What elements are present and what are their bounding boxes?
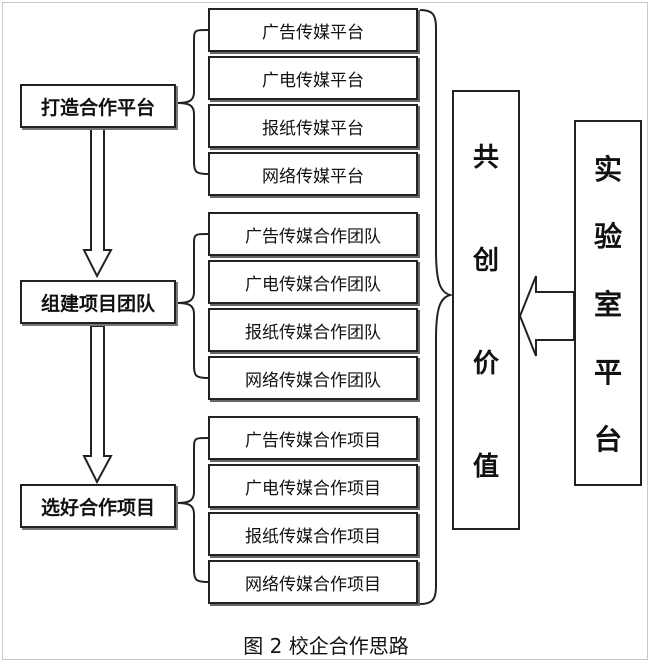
bracket-group-3	[177, 437, 209, 583]
lab-platform-char: 平	[593, 355, 622, 389]
shared-value-char: 共	[472, 143, 499, 173]
item-label: 广电传媒合作项目	[245, 478, 381, 499]
lab-platform-box: 实 验 室 平 台	[574, 120, 642, 486]
shared-value-box: 共 创 价 值	[452, 90, 520, 530]
item-label: 网络传媒平台	[262, 166, 364, 187]
item-box: 广告传媒平台	[208, 8, 418, 52]
stage-build-platform: 打造合作平台	[20, 84, 176, 128]
right-brace	[419, 9, 454, 605]
item-box: 广电传媒合作团队	[208, 260, 418, 304]
shared-value-char: 创	[472, 246, 499, 276]
down-arrow-1	[82, 127, 113, 279]
item-box: 报纸传媒合作项目	[208, 512, 418, 556]
bracket-group-2	[177, 233, 209, 379]
item-label: 广电传媒合作团队	[245, 274, 381, 295]
bracket-group-1	[177, 29, 209, 175]
item-label: 广告传媒合作项目	[245, 430, 381, 451]
down-arrow-2	[82, 325, 113, 485]
shared-value-char: 值	[472, 452, 499, 482]
shared-value-char: 价	[472, 349, 499, 379]
lab-platform-char: 实	[593, 152, 622, 186]
stage-form-team: 组建项目团队	[20, 280, 176, 324]
lab-platform-char: 室	[593, 287, 622, 321]
item-box: 广电传媒合作项目	[208, 464, 418, 508]
item-label: 广电传媒平台	[262, 70, 364, 91]
lab-platform-char: 台	[593, 423, 622, 457]
item-box: 广告传媒合作团队	[208, 212, 418, 256]
figure-caption: 图 2 校企合作思路	[243, 634, 409, 658]
item-box: 报纸传媒合作团队	[208, 308, 418, 352]
item-box: 网络传媒合作团队	[208, 356, 418, 400]
stage-label: 组建项目团队	[40, 292, 155, 315]
item-box: 报纸传媒平台	[208, 104, 418, 148]
item-label: 广告传媒平台	[262, 22, 364, 43]
stage-label: 选好合作项目	[40, 496, 155, 519]
item-label: 报纸传媒合作团队	[245, 322, 381, 343]
stage-select-project: 选好合作项目	[20, 484, 176, 528]
item-box: 广告传媒合作项目	[208, 416, 418, 460]
item-box: 网络传媒合作项目	[208, 560, 418, 604]
left-arrow	[518, 275, 575, 357]
item-label: 报纸传媒平台	[262, 118, 364, 139]
stage-label: 打造合作平台	[40, 96, 155, 119]
item-label: 网络传媒合作项目	[245, 574, 381, 595]
lab-platform-char: 验	[593, 220, 622, 254]
item-label: 网络传媒合作团队	[245, 370, 381, 391]
item-box: 广电传媒平台	[208, 56, 418, 100]
item-label: 广告传媒合作团队	[245, 226, 381, 247]
item-label: 报纸传媒合作项目	[245, 526, 381, 547]
item-box: 网络传媒平台	[208, 152, 418, 196]
